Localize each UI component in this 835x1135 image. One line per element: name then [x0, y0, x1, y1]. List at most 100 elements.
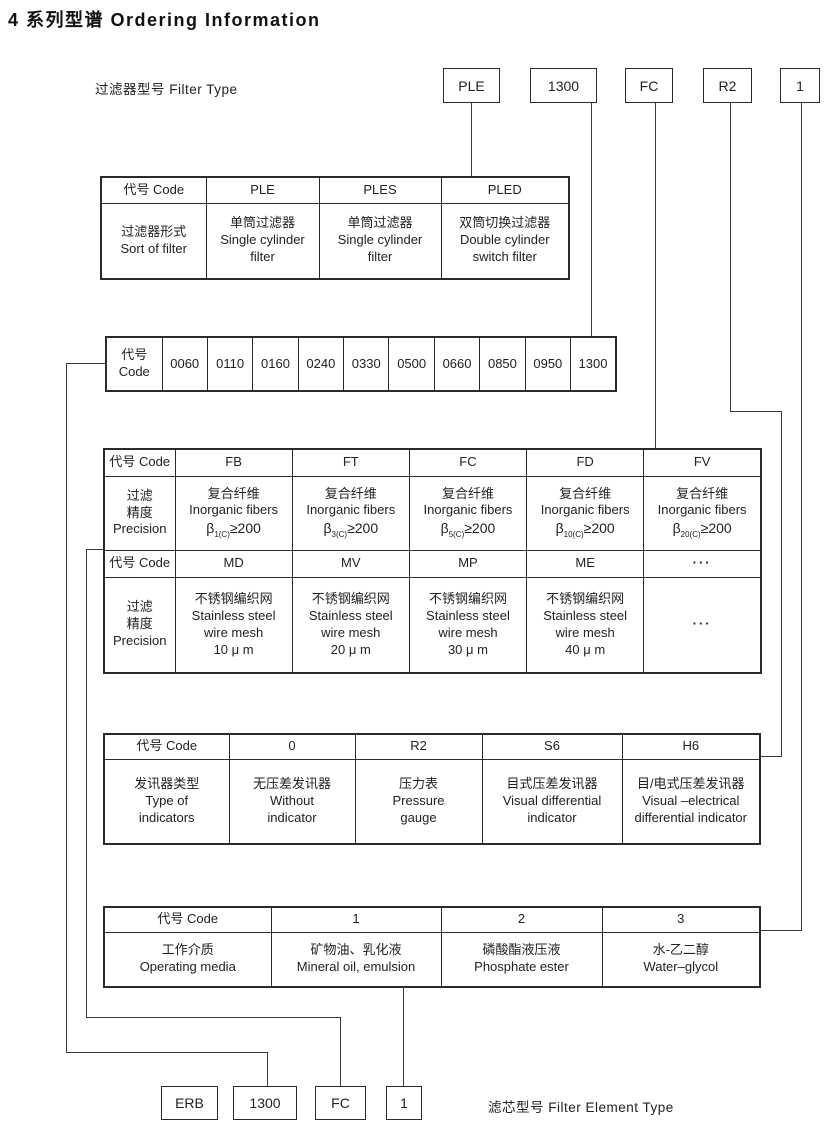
code-cell: FT	[291, 448, 410, 477]
size-code-cell: 0110	[206, 336, 254, 392]
mesh-size: 30 μ m	[447, 641, 488, 657]
size-code-cell: 1300	[570, 336, 617, 392]
fiber-cn: 复合纤维	[441, 485, 494, 501]
code-header-cell: 代号 Code	[103, 549, 176, 578]
desc-cn: 磷酸酯液压液	[482, 942, 561, 958]
indicator-table: 代号 Code 0 R2 S6 H6 发讯器类型 Type of indicat…	[103, 733, 761, 845]
mesh-size: 10 μ m	[213, 641, 254, 657]
desc-en: Single cylinder filter	[220, 232, 305, 265]
fiber-cn: 复合纤维	[559, 485, 612, 501]
code-cell: PLE	[205, 176, 320, 204]
desc-cell: 水-乙二醇 Water–glycol	[601, 931, 761, 988]
connector-media-v	[801, 103, 802, 930]
code-cell: FD	[526, 448, 645, 477]
filter-type-label: 过滤器型号 Filter Type	[95, 82, 238, 97]
size-code-cell: 0060	[161, 336, 208, 392]
row-label-cell: 过滤 精度 Precision	[103, 576, 176, 674]
beta-rating: β1(C)≥200	[206, 520, 261, 540]
ellipsis-cell: ···	[643, 576, 762, 674]
model-box-size: 1300	[530, 68, 597, 103]
code-cell: 0	[228, 733, 356, 760]
code-cell: MV	[291, 549, 410, 578]
size-code-cell: 0500	[388, 336, 435, 392]
model-box-precision: FC	[625, 68, 673, 103]
fiber-cn: 复合纤维	[324, 485, 377, 501]
connector-size	[591, 103, 592, 336]
fiber-en: Inorganic fibers	[540, 502, 630, 518]
code-cell: PLED	[440, 176, 570, 204]
connector-element-size-h	[66, 1052, 267, 1053]
connector-element-precision-v	[340, 1017, 341, 1086]
model-box-indicator: R2	[703, 68, 752, 103]
fiber-cell: 复合纤维 Inorganic fibers β5(C)≥200	[408, 475, 528, 551]
sort-table: 代号 Code PLE PLES PLED 过滤器形式 Sort of filt…	[100, 176, 570, 280]
element-type-label: 滤芯型号 Filter Element Type	[488, 1100, 674, 1115]
desc-en: Pressure gauge	[392, 792, 445, 825]
connector-element-precision-h	[86, 1017, 340, 1018]
fiber-cell: 复合纤维 Inorganic fibers β10(C)≥200	[526, 475, 645, 551]
connector-indicator-v2	[781, 411, 782, 756]
desc-en: Water–glycol	[643, 959, 719, 975]
size-table: 代号 Code 0060 0110 0160 0240 0330 0500 06…	[105, 336, 617, 392]
size-code-cell: 0160	[252, 336, 299, 392]
desc-en: Without indicator	[267, 792, 317, 825]
size-code-cell: 0330	[343, 336, 390, 392]
code-cell: H6	[621, 733, 761, 760]
connector-precision-left-h	[86, 549, 103, 550]
mesh-size: 20 μ m	[330, 641, 371, 657]
desc-en: Double cylinder switch filter	[459, 232, 550, 265]
code-cell: FC	[408, 448, 528, 477]
ellipsis-cell: ···	[643, 549, 762, 578]
connector-precision-left-v	[86, 549, 87, 1017]
code-cell: MD	[174, 549, 293, 578]
desc-cell: 压力表 Pressure gauge	[354, 758, 483, 845]
code-cell: 1	[270, 906, 442, 933]
desc-cell: 无压差发讯器 Without indicator	[228, 758, 356, 845]
mesh-cell: 不锈钢编织网 Stainless steel wire mesh 10 μ m	[174, 576, 293, 674]
fiber-en: Inorganic fibers	[423, 502, 513, 518]
desc-en: Mineral oil, emulsion	[296, 959, 416, 975]
fiber-en: Inorganic fibers	[657, 502, 747, 518]
desc-en: Phosphate ester	[474, 959, 569, 975]
row-label-cell: 过滤 精度 Precision	[103, 475, 176, 551]
connector-type	[471, 103, 472, 176]
connector-indicator-h2	[761, 756, 782, 757]
precision-table: 代号 Code FB FT FC FD FV 过滤 精度 Precision 复…	[103, 448, 762, 674]
size-code-cell: 0950	[524, 336, 572, 392]
connector-indicator-h1	[730, 411, 782, 412]
connector-element-size-v	[267, 1052, 268, 1086]
fiber-cn: 复合纤维	[676, 485, 729, 501]
size-code-cell: 0850	[479, 336, 526, 392]
size-code-cell: 0660	[433, 336, 481, 392]
page-title: 4 系列型谱 Ordering Information	[8, 10, 321, 30]
desc-cn: 目/电式压差发讯器	[636, 775, 745, 791]
element-box-precision: FC	[315, 1086, 366, 1120]
desc-cn: 双筒切换过滤器	[459, 215, 551, 231]
mesh-cn: 不锈钢编织网	[194, 590, 273, 606]
desc-cn: 单筒过滤器	[229, 215, 295, 231]
element-box-series: ERB	[161, 1086, 218, 1120]
desc-cell: 磷酸酯液压液 Phosphate ester	[440, 931, 603, 988]
mesh-cell: 不锈钢编织网 Stainless steel wire mesh 40 μ m	[526, 576, 645, 674]
beta-rating: β3(C)≥200	[323, 520, 379, 540]
fiber-en: Inorganic fibers	[189, 502, 279, 518]
beta-rating: β10(C)≥200	[555, 520, 615, 540]
desc-en: Visual –electrical differential indicato…	[634, 792, 748, 825]
code-header-cell: 代号 Code	[103, 733, 230, 760]
connector-size-left-h	[66, 363, 105, 364]
element-box-media: 1	[386, 1086, 422, 1120]
code-cell: R2	[354, 733, 483, 760]
desc-cell: 矿物油、乳化液 Mineral oil, emulsion	[270, 931, 442, 988]
desc-en: Single cylinder filter	[337, 232, 423, 265]
mesh-cn: 不锈钢编织网	[311, 590, 390, 606]
desc-cell: 单筒过滤器 Single cylinder filter	[205, 202, 320, 280]
mesh-en: Stainless steel wire mesh	[543, 607, 628, 640]
connector-indicator-v1	[730, 103, 731, 411]
desc-cell: 单筒过滤器 Single cylinder filter	[318, 202, 442, 280]
mesh-en: Stainless steel wire mesh	[191, 607, 276, 640]
code-cell: FB	[174, 448, 293, 477]
desc-cell: 双筒切换过滤器 Double cylinder switch filter	[440, 202, 570, 280]
beta-rating: β5(C)≥200	[440, 520, 496, 540]
fiber-cn: 复合纤维	[207, 485, 260, 501]
